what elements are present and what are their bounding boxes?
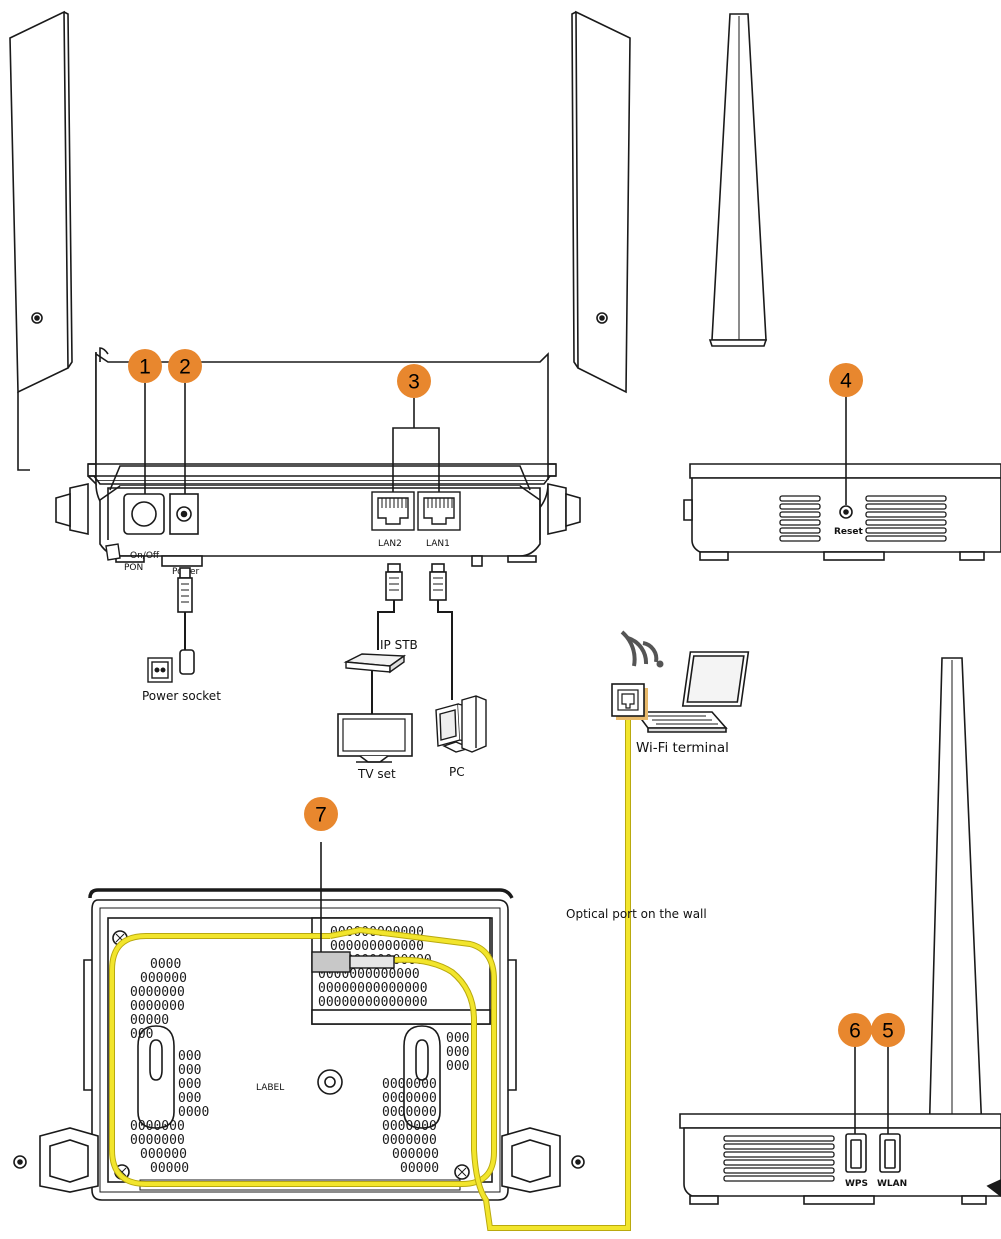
svg-text:000000: 000000: [140, 1147, 187, 1162]
left-antenna: [9, 10, 69, 394]
power-cable: [177, 567, 195, 675]
svg-text:1: 1: [139, 356, 151, 379]
on-off-button: [123, 493, 165, 535]
callout-4: 4: [829, 363, 863, 397]
svg-text:0000000: 0000000: [382, 1133, 437, 1148]
svg-text:000: 000: [446, 1059, 469, 1074]
svg-text:0000000: 0000000: [382, 1077, 437, 1092]
side-vents-2: [723, 1135, 835, 1182]
svg-text:0000000: 0000000: [382, 1105, 437, 1120]
svg-text:000: 000: [130, 1027, 153, 1042]
tv-set-label: TV set: [357, 767, 396, 781]
svg-text:0000: 0000: [150, 957, 181, 972]
svg-text:3: 3: [408, 371, 420, 394]
svg-text:0000000: 0000000: [130, 999, 185, 1014]
svg-text:0000000: 0000000: [382, 1119, 437, 1134]
side-antenna-2: [927, 657, 985, 1181]
side-vents-right: [865, 495, 947, 542]
callout-7: 7: [304, 797, 338, 831]
rear-leader-lines: [144, 383, 440, 494]
callout-5: 5: [871, 1013, 905, 1047]
svg-text:000: 000: [178, 1091, 201, 1106]
on-off-label: On/Off: [130, 551, 160, 561]
svg-text:000000: 000000: [392, 1147, 439, 1162]
pc-label: PC: [449, 765, 465, 779]
power-socket-icon: [147, 657, 173, 683]
svg-text:000000: 000000: [140, 971, 187, 986]
router-side-view: [683, 13, 1001, 561]
bottom-label-text: LABEL: [256, 1083, 284, 1093]
svg-text:0000000: 0000000: [130, 1133, 185, 1148]
svg-text:000: 000: [178, 1063, 201, 1078]
optical-port-label: Optical port on the wall: [566, 907, 707, 921]
desktop-pc-icon: [435, 695, 487, 753]
svg-text:4: 4: [840, 370, 852, 393]
svg-text:00000000000000: 00000000000000: [318, 981, 428, 996]
set-top-box-icon: [343, 653, 407, 674]
svg-text:0000: 0000: [178, 1105, 209, 1120]
reset-label: Reset: [834, 527, 863, 537]
fiber-connector: [311, 951, 395, 973]
svg-text:00000000000000: 00000000000000: [318, 995, 428, 1010]
ip-stb-label: IP STB: [380, 638, 418, 652]
wps-label: WPS: [845, 1179, 868, 1189]
svg-text:0000000: 0000000: [130, 985, 185, 1000]
power-socket-label: Power socket: [142, 689, 221, 703]
optical-fiber-cable: [109, 710, 631, 1231]
wlan-label: WLAN: [877, 1179, 907, 1189]
wifi-terminal-label: Wi-Fi terminal: [636, 740, 729, 756]
svg-text:000: 000: [178, 1049, 201, 1064]
right-antenna: [575, 10, 631, 394]
svg-text:00000: 00000: [150, 1161, 189, 1176]
svg-text:000: 000: [446, 1045, 469, 1060]
pon-label: PON: [124, 563, 143, 573]
lan2-label: LAN2: [378, 539, 402, 549]
pon-port: [105, 543, 121, 561]
callout-3: 3: [397, 364, 431, 398]
svg-text:0000000: 0000000: [130, 1119, 185, 1134]
svg-text:000000000000: 000000000000: [330, 939, 424, 954]
callout-1: 1: [128, 349, 162, 383]
side-vents-left: [779, 495, 821, 542]
svg-text:00000: 00000: [400, 1161, 439, 1176]
svg-text:00000: 00000: [130, 1013, 169, 1028]
router-rear-view: [9, 10, 631, 567]
svg-text:7: 7: [315, 804, 327, 827]
tv-icon: [337, 713, 413, 763]
optical-port-icon: [611, 683, 648, 720]
svg-text:2: 2: [179, 356, 191, 379]
lan1-label: LAN1: [426, 539, 450, 549]
callout-2: 2: [168, 349, 202, 383]
svg-text:5: 5: [882, 1020, 894, 1043]
power-jack: [169, 493, 199, 535]
svg-text:0000000: 0000000: [382, 1091, 437, 1106]
rear-panel-frame: [93, 475, 551, 485]
callout-6: 6: [838, 1013, 872, 1047]
svg-text:000: 000: [446, 1031, 469, 1046]
wlan-button: [879, 1133, 901, 1173]
svg-text:6: 6: [849, 1020, 861, 1043]
laptop-icon: [634, 651, 750, 733]
lan-cables: [371, 563, 453, 716]
reset-button: [839, 505, 853, 519]
svg-text:000: 000: [178, 1077, 201, 1092]
wifi-signal-icon: [620, 630, 664, 668]
wps-button: [845, 1133, 867, 1173]
